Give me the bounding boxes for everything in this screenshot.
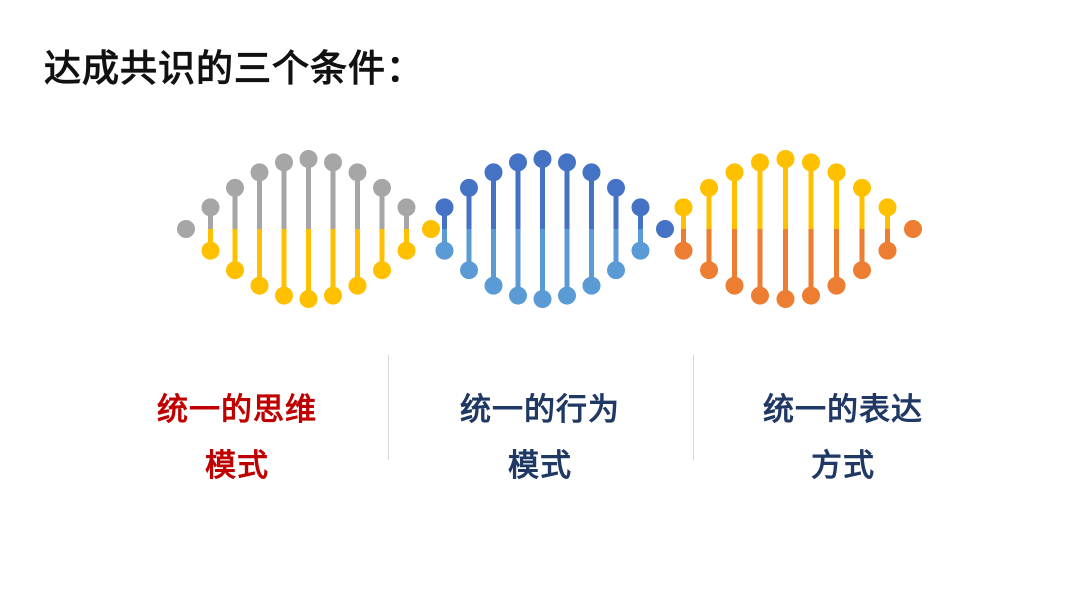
helix-node-top (460, 178, 478, 197)
helix-node-top (226, 178, 244, 197)
helix-node-bottom (607, 261, 625, 280)
helix-node-bottom (700, 261, 718, 280)
divider (693, 355, 694, 460)
helix-node-top (878, 198, 897, 217)
helix-node-bottom (460, 261, 478, 280)
helix-node-bottom (299, 290, 318, 308)
helix-node-bottom (827, 276, 846, 295)
helix-node-bottom (348, 276, 367, 295)
condition-line-1: 统一的行为 (460, 392, 620, 428)
helix-node-junction (904, 220, 922, 238)
helix-node-bottom (397, 241, 416, 260)
helix-node-top (348, 163, 367, 182)
helix-node-bottom (776, 290, 795, 308)
helix-node-bottom (275, 286, 293, 305)
helix-node-bottom (484, 276, 503, 295)
helix-node-bottom (435, 241, 454, 260)
helix-node-bottom (631, 241, 650, 260)
helix-node-bottom (558, 286, 576, 305)
condition-line-2: 模式 (508, 448, 572, 484)
condition-line-1: 统一的思维 (157, 392, 317, 428)
divider (388, 355, 389, 460)
helix-node-top (484, 163, 503, 182)
helix-node-top (725, 163, 744, 182)
helix-node-top (275, 153, 293, 172)
helix-node-top (853, 178, 871, 197)
helix-node-top (582, 163, 601, 182)
helix-node-bottom (878, 241, 897, 260)
condition-behavior-mode: 统一的行为 模式 (410, 382, 670, 494)
helix-node-junction (422, 220, 440, 238)
helix-node-top (751, 153, 769, 172)
helix-node-bottom (533, 290, 552, 308)
page-title: 达成共识的三个条件： (44, 47, 424, 90)
condition-expression-mode: 统一的表达 方式 (713, 382, 973, 494)
helix-node-top (250, 163, 269, 182)
helix-node-top (674, 198, 693, 217)
helix-node-bottom (250, 276, 269, 295)
helix-node-top (509, 153, 527, 172)
helix-node-top (201, 198, 220, 217)
helix-node-bottom (509, 286, 527, 305)
helix-node-bottom (674, 241, 693, 260)
condition-line-1: 统一的表达 (763, 392, 923, 428)
helix-node-bottom (373, 261, 391, 280)
condition-line-2: 方式 (811, 448, 875, 484)
condition-thinking-mode: 统一的思维 模式 (107, 382, 367, 494)
helix-node-top (700, 178, 718, 197)
helix-node-top (802, 153, 820, 172)
helix-node-top (299, 150, 318, 168)
helix-node-top (558, 153, 576, 172)
helix-node-end (177, 220, 195, 238)
helix-node-bottom (853, 261, 871, 280)
helix-node-bottom (201, 241, 220, 260)
helix-node-bottom (751, 286, 769, 305)
helix-node-top (397, 198, 416, 217)
helix-node-top (776, 150, 795, 168)
helix-node-junction (656, 220, 674, 238)
condition-line-2: 模式 (205, 448, 269, 484)
helix-node-top (631, 198, 650, 217)
helix-node-top (533, 150, 552, 168)
helix-node-bottom (582, 276, 601, 295)
helix-node-top (607, 178, 625, 197)
helix-node-top (435, 198, 454, 217)
helix-node-bottom (226, 261, 244, 280)
helix-node-bottom (725, 276, 744, 295)
helix-node-top (373, 178, 391, 197)
helix-node-bottom (802, 286, 820, 305)
helix-node-top (324, 153, 342, 172)
helix-node-bottom (324, 286, 342, 305)
helix-node-top (827, 163, 846, 182)
